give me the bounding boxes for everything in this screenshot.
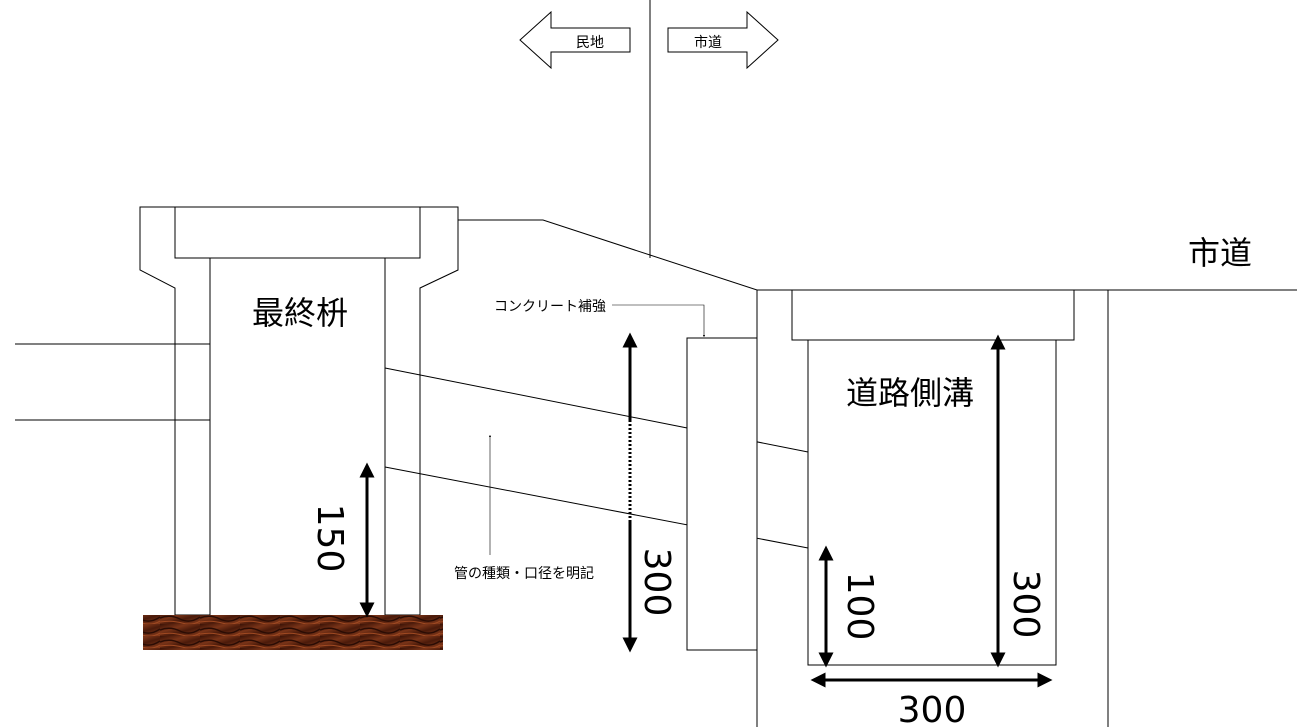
final-basin xyxy=(139,206,459,616)
city-road-label: 市道 xyxy=(1188,234,1252,272)
private-land-arrow: 民地 xyxy=(519,10,631,70)
gravel-base xyxy=(143,615,443,650)
gutter-width-label: 300 xyxy=(898,690,967,727)
concrete-reinforcement-label: コンクリート補強 xyxy=(494,299,606,315)
gutter-small-height-label: 100 xyxy=(839,572,880,641)
gutter-height-label: 300 xyxy=(1005,570,1046,639)
concrete-reinforcement-block xyxy=(686,337,758,651)
road-gutter xyxy=(756,289,1109,727)
ground-surface-line xyxy=(458,219,1297,291)
city-road-arrow-label: 市道 xyxy=(694,34,722,51)
private-land-label: 民地 xyxy=(576,35,604,51)
middle-height-label: 300 xyxy=(636,548,677,617)
city-road-arrow: 市道 xyxy=(667,10,779,70)
final-basin-label: 最終枡 xyxy=(252,294,348,332)
pipe-note-label: 管の種類・口径を明記 xyxy=(454,565,594,582)
basin-depth-label: 150 xyxy=(309,504,350,573)
road-gutter-label: 道路側溝 xyxy=(846,374,974,412)
concrete-leader xyxy=(612,304,706,338)
